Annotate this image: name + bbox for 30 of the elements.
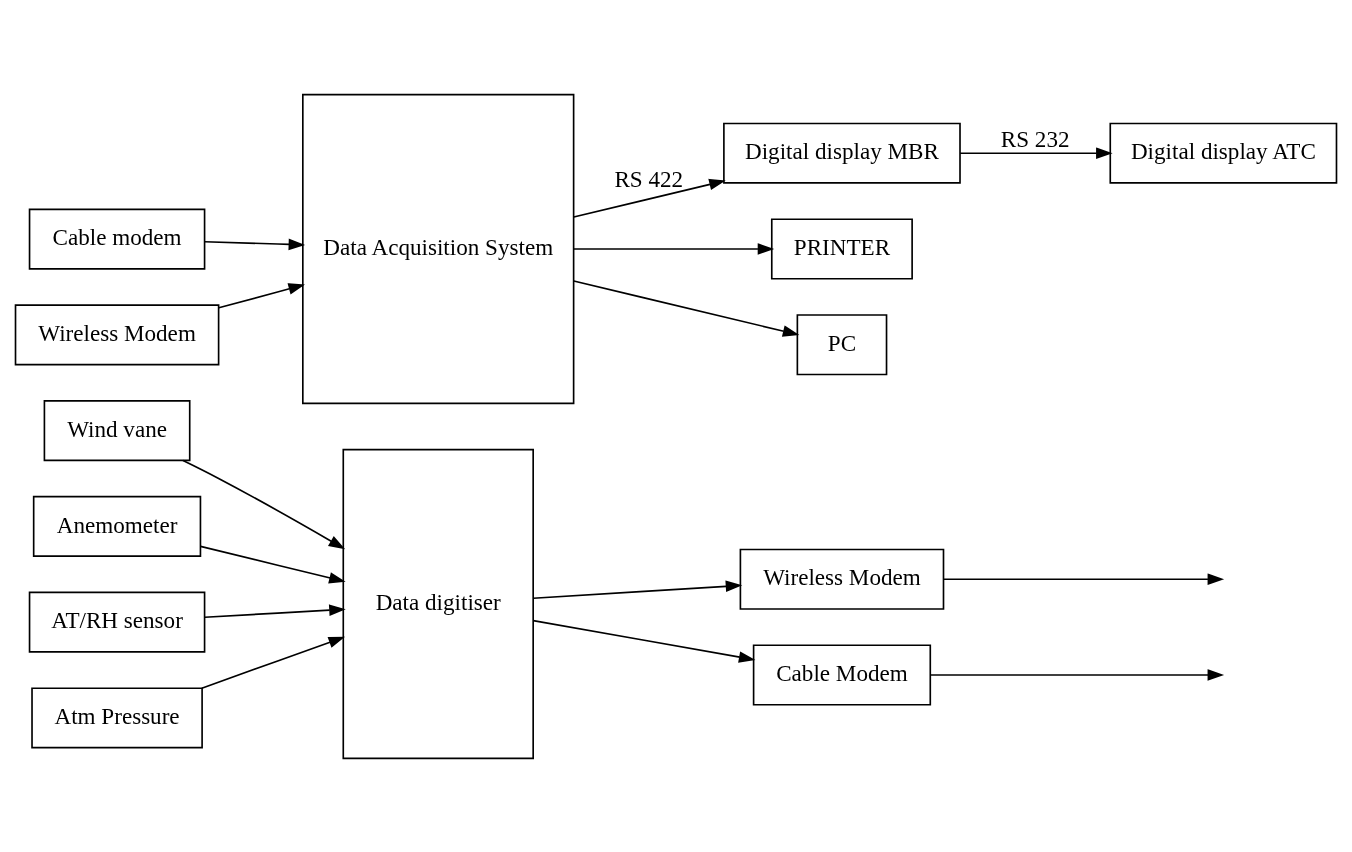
node-box: Cable modem bbox=[28, 208, 206, 270]
node-box: Cable Modem bbox=[752, 643, 932, 706]
arrow bbox=[218, 282, 305, 309]
arrow bbox=[929, 668, 1225, 681]
arrow bbox=[532, 619, 756, 663]
node-box: Anemometer bbox=[32, 495, 202, 557]
node-box: Data Acquisition System bbox=[302, 93, 575, 404]
edge-label: RS 422 bbox=[614, 165, 684, 192]
node-box: Data digitiser bbox=[342, 448, 534, 759]
node-box: Wireless Modem bbox=[14, 303, 220, 365]
arrow bbox=[201, 636, 346, 689]
arrow bbox=[959, 146, 1113, 159]
node-box: Atm Pressure bbox=[31, 686, 203, 748]
arrow bbox=[203, 603, 346, 618]
arrow bbox=[203, 238, 306, 250]
node-box: Digital display ATC bbox=[1109, 122, 1338, 184]
arrow bbox=[182, 459, 346, 549]
arrow bbox=[572, 279, 800, 337]
arrow bbox=[572, 178, 726, 218]
node-box: Digital display MBR bbox=[723, 122, 961, 184]
node-box: PRINTER bbox=[770, 217, 913, 280]
node-box: Wireless Modem bbox=[739, 548, 945, 610]
arrow bbox=[572, 242, 775, 255]
node-box: AT/RH sensor bbox=[28, 591, 206, 653]
node-box: Wind vane bbox=[43, 399, 191, 461]
edge-label: RS 232 bbox=[1000, 125, 1070, 152]
arrow bbox=[943, 572, 1225, 585]
arrow bbox=[199, 545, 346, 583]
arrow bbox=[532, 580, 743, 599]
node-box: PC bbox=[796, 313, 888, 375]
